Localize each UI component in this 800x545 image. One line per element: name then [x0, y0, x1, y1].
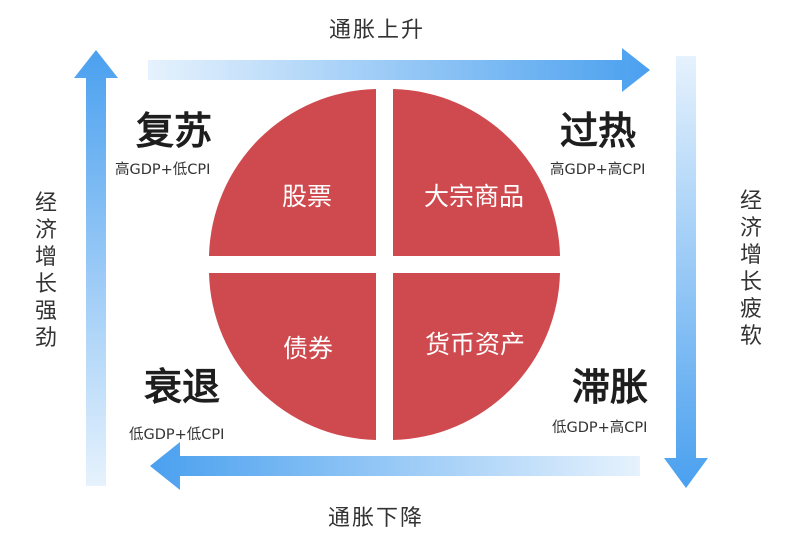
bottom-edge-label: 通胀下降: [328, 506, 425, 531]
quadrant-top-left: [209, 89, 376, 256]
phase-recession-condition: 低GDP+低CPI: [129, 427, 225, 443]
quadrant-top-right: [393, 89, 560, 256]
asset-overheat-label: 大宗商品: [423, 182, 525, 211]
phase-circle: [209, 89, 560, 440]
phase-recession-title: 衰退: [144, 365, 221, 409]
top-edge-label: 通胀上升: [329, 18, 426, 43]
right-edge-label: 经济增长疲软: [739, 189, 762, 349]
quadrant-bottom-left: [209, 273, 376, 440]
phase-overheat-title: 过热: [560, 109, 637, 153]
quadrant-bottom-right: [393, 273, 560, 440]
left-edge-label: 经济增长强劲: [34, 191, 57, 351]
asset-recession-label: 债券: [282, 334, 334, 363]
phase-recovery-condition: 高GDP+低CPI: [115, 162, 211, 178]
phase-stagflation-condition: 低GDP+高CPI: [552, 420, 648, 436]
left-arrow: [74, 50, 118, 486]
phase-stagflation-title: 滞胀: [572, 365, 649, 409]
top-arrow: [148, 48, 650, 92]
asset-stagflation-label: 货币资产: [424, 330, 526, 359]
phase-recovery-title: 复苏: [136, 109, 213, 153]
asset-recovery-label: 股票: [281, 182, 333, 211]
right-arrow: [664, 56, 708, 488]
bottom-arrow: [150, 442, 640, 490]
phase-overheat-condition: 高GDP+高CPI: [550, 162, 646, 178]
